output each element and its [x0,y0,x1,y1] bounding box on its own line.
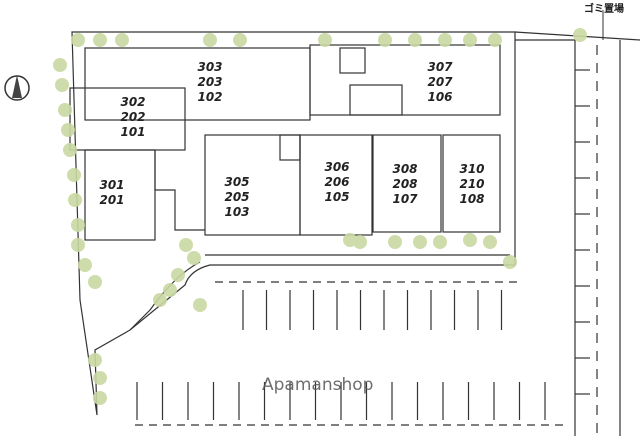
annex [349,84,403,116]
tree-icon [93,33,107,47]
tree-icon [68,193,82,207]
unit-number: 103 [224,205,250,219]
tree-icon [61,123,75,137]
unit-number: 206 [324,175,350,189]
tree-icon [171,268,185,282]
tree-icon [58,103,72,117]
unit-number: 305 [224,175,250,189]
tree-icon [353,235,367,249]
tree-icon [408,33,422,47]
tree-icon [71,218,85,232]
tree-icon [573,28,587,42]
tree-icon [115,33,129,47]
tree-icon [67,168,81,182]
unit-number: 208 [392,177,418,191]
unit-number: 207 [427,75,453,89]
tree-icon [88,275,102,289]
road-edge [514,31,640,436]
annex [279,134,301,161]
tree-icon [55,78,69,92]
tree-icon [203,33,217,47]
unit-number: 107 [392,192,418,206]
unit-number: 202 [120,110,146,124]
tree-icon [318,33,332,47]
building-308 [372,134,442,233]
site-boundary [71,31,516,416]
tree-icon [93,391,107,405]
garbage-area-label: ゴミ置場 [584,4,624,15]
watermark: Apamanshop [262,375,374,395]
walkway [129,254,510,331]
north-arrow-icon [4,75,30,101]
annex [339,47,366,74]
tree-icon [179,238,193,252]
tree-icon [153,293,167,307]
tree-icon [78,258,92,272]
tree-icon [53,58,67,72]
building-301 [84,149,156,241]
unit-number: 303 [197,60,223,74]
tree-icon [163,283,177,297]
building-307 [309,44,501,116]
tree-icon [483,235,497,249]
tree-icon [503,255,517,269]
tree-icon [71,238,85,252]
tree-icon [71,33,85,47]
tree-icon [488,33,502,47]
parking-lot [135,45,598,436]
tree-icon [187,251,201,265]
unit-number: 102 [197,90,223,104]
tree-icon [438,33,452,47]
tree-icon [233,33,247,47]
tree-icon [463,33,477,47]
tree-icon [63,143,77,157]
unit-number: 108 [459,192,485,206]
unit-number: 101 [120,125,146,139]
unit-number: 310 [459,162,485,176]
unit-number: 105 [324,190,350,204]
unit-number: 306 [324,160,350,174]
unit-number: 307 [427,60,453,74]
unit-number: 205 [224,190,250,204]
tree-icon [388,235,402,249]
building-310 [442,134,501,233]
tree-icon [378,33,392,47]
tree-icon [413,235,427,249]
building-306 [299,134,373,236]
unit-number: 201 [99,193,125,207]
unit-number: 308 [392,162,418,176]
unit-number: 210 [459,177,485,191]
unit-number: 106 [427,90,453,104]
tree-icon [93,371,107,385]
tree-icon [433,235,447,249]
tree-icon [463,233,477,247]
unit-number: 203 [197,75,223,89]
unit-number: 301 [99,178,125,192]
tree-icon [88,353,102,367]
tree-icon [193,298,207,312]
unit-number: 302 [120,95,146,109]
